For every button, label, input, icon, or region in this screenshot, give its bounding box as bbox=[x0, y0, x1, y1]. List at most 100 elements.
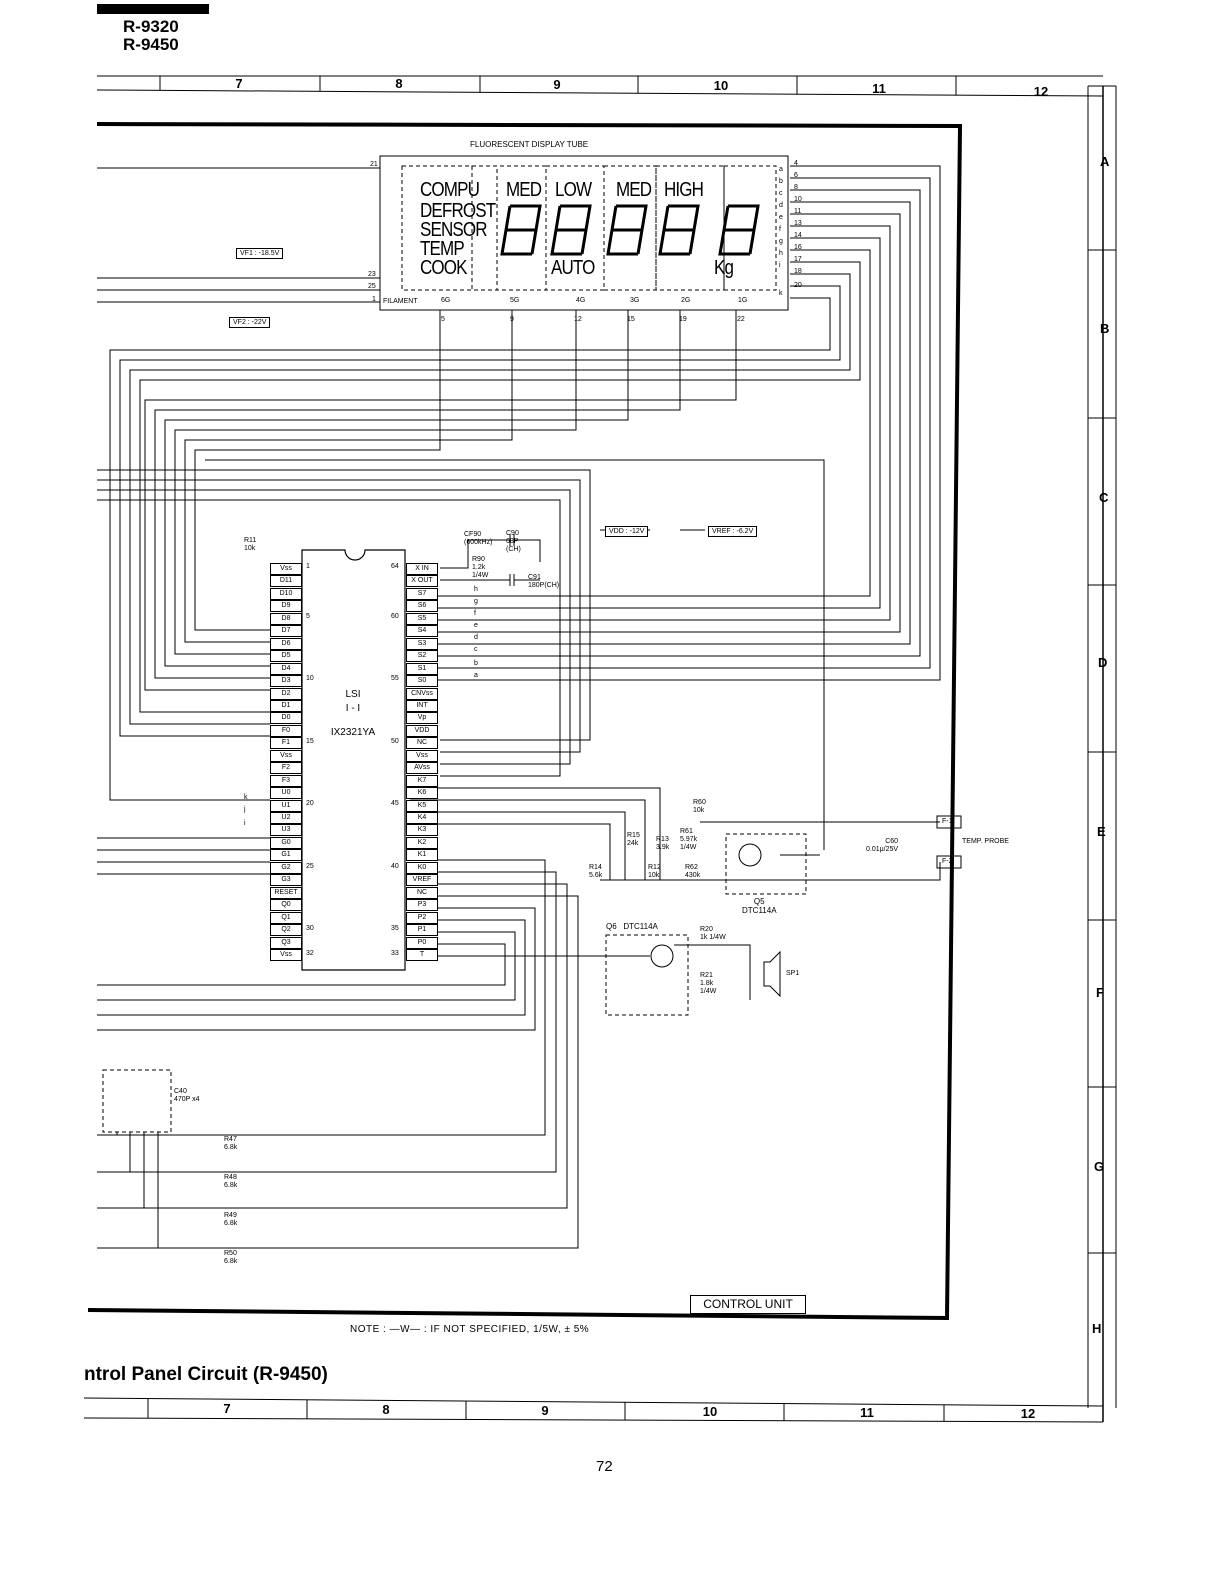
fdt-grid-4g: 4G bbox=[576, 297, 586, 304]
row-f: F bbox=[1096, 985, 1104, 1000]
lsi-right-pin: P1 bbox=[406, 924, 438, 937]
lsi-left-pin: G2 bbox=[270, 861, 302, 874]
fdt-filament: FILAMENT bbox=[383, 298, 418, 305]
lsi-right-pin: K0 bbox=[406, 861, 438, 874]
lsi-left-pin: D3 bbox=[270, 675, 302, 688]
label-r12: R12 10k bbox=[648, 864, 661, 879]
fdt-label-med-1: MED bbox=[506, 179, 542, 201]
label-r61: R61 5.97k 1/4W bbox=[680, 828, 698, 851]
col-bottom-10: 10 bbox=[702, 1404, 718, 1419]
lsi-chip-outline bbox=[301, 549, 406, 971]
q6-transistor bbox=[650, 944, 674, 968]
label-r48: R48 6.8k bbox=[224, 1174, 238, 1189]
label-c91: C91 180P(CH) bbox=[528, 574, 560, 589]
lsi-left-pin: D2 bbox=[270, 687, 302, 700]
lsi-left-pin: RESET bbox=[270, 886, 302, 899]
col-bottom-7: 7 bbox=[223, 1401, 231, 1416]
seg-label-d: d bbox=[474, 634, 478, 641]
fdt-right-pin-20: 20 bbox=[794, 282, 802, 289]
lsi-right-pin: NC bbox=[406, 886, 438, 899]
fdt-label-defrost: DEFROST bbox=[420, 200, 496, 222]
lsi-right-pin: S3 bbox=[406, 637, 438, 650]
fdt-left-pin-1: 1 bbox=[372, 296, 376, 303]
fdt-grid-pin-19: 19 bbox=[679, 316, 687, 323]
lsi-right-pin: X IN bbox=[406, 563, 438, 575]
fdt-grid-pin-5: 5 bbox=[441, 316, 445, 323]
col-bottom-11: 11 bbox=[860, 1405, 874, 1420]
lsi-left-pin: D8 bbox=[270, 612, 302, 625]
lsi-right-pin: S1 bbox=[406, 662, 438, 675]
vf1-label: VF1 : -18.5V bbox=[236, 248, 284, 259]
fdt-label-cook: COOK bbox=[420, 257, 468, 279]
bottom-ruler-top bbox=[83, 1397, 1104, 1407]
fdt-right-pin-6: 6 bbox=[794, 172, 798, 179]
lsi-left-pin: G0 bbox=[270, 836, 302, 849]
lsi-pin-num-60: 60 bbox=[391, 613, 399, 620]
col-top-11: 11 bbox=[872, 81, 886, 96]
seg-label-e: e bbox=[474, 622, 478, 629]
k-label-i: i bbox=[244, 820, 246, 827]
lsi-pin-num-15: 15 bbox=[306, 738, 314, 745]
lsi-pin-num-35: 35 bbox=[391, 925, 399, 932]
lsi-left-pin: F0 bbox=[270, 724, 302, 737]
lsi-right-pin: K1 bbox=[406, 849, 438, 862]
label-r14: R14 5.6k bbox=[589, 864, 603, 879]
lsi-left-pin: Vss bbox=[270, 563, 302, 575]
fdt-grid-pin-22: 22 bbox=[737, 316, 745, 323]
fdt-seg-k: k bbox=[779, 290, 783, 297]
label-r13: R13 3.9k bbox=[656, 836, 670, 851]
fdt-seg-a: a bbox=[779, 166, 783, 173]
row-b: B bbox=[1100, 321, 1110, 336]
label-r90: R90 1.2k 1/4W bbox=[472, 556, 489, 579]
lsi-ref: I - I bbox=[345, 703, 361, 714]
fdt-outline bbox=[379, 155, 789, 311]
label-r50: R50 6.8k bbox=[224, 1250, 238, 1265]
lsi-pin-num-50: 50 bbox=[391, 738, 399, 745]
lsi-left-pin: Q0 bbox=[270, 899, 302, 912]
lsi-left-pin: D9 bbox=[270, 600, 302, 613]
lsi-left-pin: U0 bbox=[270, 787, 302, 800]
label-r62: R62 430k bbox=[685, 864, 701, 879]
lsi-right-pin: NC bbox=[406, 737, 438, 750]
fdt-right-pin-16: 16 bbox=[794, 244, 802, 251]
lsi-right-pin: K2 bbox=[406, 836, 438, 849]
connector-f2 bbox=[936, 855, 962, 869]
label-r47: R47 6.8k bbox=[224, 1136, 238, 1151]
lsi-right-pin: X OUT bbox=[406, 575, 438, 588]
label-temp-probe: TEMP. PROBE bbox=[962, 838, 1009, 845]
fdt-seg-d: d bbox=[779, 202, 783, 209]
vf2-label: VF2 : -22V bbox=[229, 317, 271, 328]
fdt-seg-e: e bbox=[779, 214, 783, 221]
label-r15: R15 24k bbox=[627, 832, 640, 847]
lsi-pin-num-10: 10 bbox=[306, 675, 314, 682]
fdt-right-pin-14: 14 bbox=[794, 232, 802, 239]
lsi-left-pin: U2 bbox=[270, 812, 302, 824]
control-unit-label: CONTROL UNIT bbox=[690, 1295, 806, 1314]
col-top-10: 10 bbox=[713, 78, 729, 93]
fdt-label-sensor: SENSOR bbox=[420, 219, 488, 241]
lsi-right-pin: Vp bbox=[406, 712, 438, 725]
label-r60: R60 10k bbox=[693, 799, 706, 814]
fdt-grid-pin-9: 9 bbox=[510, 316, 514, 323]
col-bottom-9: 9 bbox=[541, 1403, 549, 1418]
lsi-name: LSI bbox=[345, 689, 361, 700]
lsi-right-pin: P3 bbox=[406, 899, 438, 912]
lsi-right-pin: K7 bbox=[406, 774, 438, 787]
fdt-label-compu: COMPU bbox=[420, 179, 480, 201]
lsi-left-pin: D4 bbox=[270, 662, 302, 675]
col-top-8: 8 bbox=[395, 76, 403, 91]
speaker-sp1 bbox=[763, 950, 781, 998]
row-g: G bbox=[1094, 1159, 1105, 1174]
label-q5: Q5 DTC114A bbox=[742, 897, 777, 915]
lsi-right-pin: S2 bbox=[406, 650, 438, 663]
row-c: C bbox=[1099, 490, 1109, 505]
fdt-grid-pin-15: 15 bbox=[627, 316, 635, 323]
lsi-right-pin: VDD bbox=[406, 724, 438, 737]
lsi-left-pin: U3 bbox=[270, 824, 302, 837]
lsi-left-pin: G1 bbox=[270, 849, 302, 862]
lsi-left-pin: D0 bbox=[270, 712, 302, 725]
fdt-seg-g: g bbox=[779, 238, 783, 245]
fdt-label-low: LOW bbox=[555, 179, 592, 201]
lsi-left-pin: D1 bbox=[270, 699, 302, 712]
